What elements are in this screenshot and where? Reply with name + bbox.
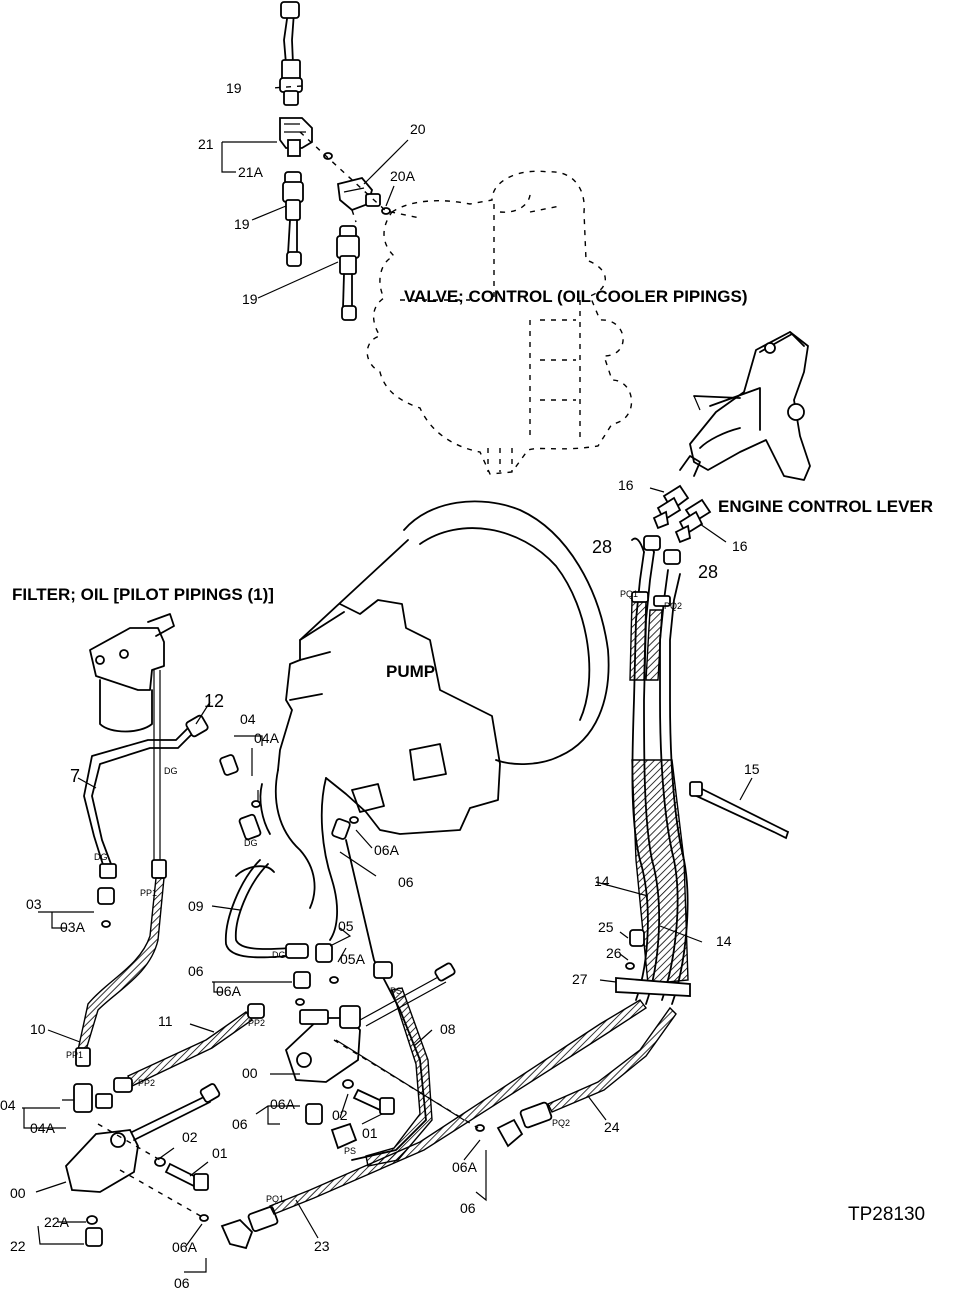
callout-19a: 19	[226, 80, 242, 96]
callout-25: 25	[598, 919, 614, 935]
callout-22a: 22A	[44, 1214, 70, 1230]
callout-06-2: 06	[188, 963, 204, 979]
port-pp2-b: PP2	[138, 1078, 155, 1088]
port-pq1: PQ1	[620, 589, 638, 599]
engine-control-lever-bracket	[679, 331, 811, 481]
callout-28a: 28	[592, 537, 612, 557]
port-pq2: PQ2	[664, 601, 682, 611]
callout-03: 03	[26, 896, 42, 912]
callout-26: 26	[606, 945, 622, 961]
filter-title: FILTER; OIL [PILOT PIPINGS (1)]	[12, 585, 274, 604]
callout-06-4: 06	[174, 1275, 190, 1291]
callout-7: 7	[70, 766, 80, 786]
callout-19c: 19	[242, 291, 258, 307]
port-pp1: PP1	[140, 888, 157, 898]
port-dg-2: DG	[94, 852, 108, 862]
callout-03a: 03A	[60, 919, 86, 935]
port-pp2: PP2	[248, 1018, 265, 1028]
callout-15: 15	[744, 761, 760, 777]
callout-21a: 21A	[238, 164, 264, 180]
hoses-and-pipes	[22, 535, 790, 1273]
callout-27: 27	[572, 971, 588, 987]
callout-23: 23	[314, 1238, 330, 1254]
callout-21: 21	[198, 136, 214, 152]
callout-06-3: 06	[232, 1116, 248, 1132]
port-markings: PQ1 PQ2 PQ1 PQ2 DG DG DG DG PP1 PP1 PP2 …	[66, 589, 682, 1204]
figure-code: TP28130	[848, 1204, 925, 1225]
callout-28b: 28	[698, 562, 718, 582]
diagram-titles: VALVE; CONTROL (OIL COOLER PIPINGS) ENGI…	[12, 287, 933, 1225]
callout-10: 10	[30, 1021, 46, 1037]
callout-04b: 04	[0, 1097, 16, 1113]
oil-cooler-switch-group	[221, 1, 421, 321]
callout-20: 20	[410, 121, 426, 137]
callout-05a: 05A	[340, 951, 366, 967]
callout-16b: 16	[732, 538, 748, 554]
oil-filter	[89, 613, 175, 733]
port-dg-4: DG	[272, 950, 286, 960]
callout-11: 11	[158, 1013, 173, 1029]
engine-control-lever-title: ENGINE CONTROL LEVER	[718, 497, 933, 516]
control-valve-outline	[366, 170, 633, 475]
callout-00b: 00	[10, 1185, 26, 1201]
callout-12: 12	[204, 691, 224, 711]
callout-06-5: 06	[460, 1200, 476, 1216]
callout-14a: 14	[594, 873, 610, 889]
callout-06a-5: 06A	[452, 1159, 478, 1175]
callout-06a-3: 06A	[270, 1096, 296, 1112]
callout-20a: 20A	[390, 168, 416, 184]
port-pq1-b: PQ1	[266, 1194, 284, 1204]
callout-02a: 02	[332, 1107, 348, 1123]
callout-16a: 16	[618, 477, 634, 493]
callout-04a: 04A	[254, 730, 280, 746]
callout-08: 08	[440, 1021, 456, 1037]
port-ps-2: PS	[344, 1146, 356, 1156]
callout-06a-1: 06A	[374, 842, 400, 858]
callout-01b: 01	[212, 1145, 228, 1161]
callout-19b: 19	[234, 216, 250, 232]
callout-06a-2: 06A	[216, 983, 242, 999]
callout-06-1: 06	[398, 874, 414, 890]
fitting-16-pair	[649, 484, 727, 544]
pump-title: PUMP	[386, 662, 435, 681]
port-ps-1: PS	[390, 986, 402, 996]
callout-22: 22	[10, 1238, 26, 1254]
port-pp1-b: PP1	[66, 1050, 83, 1060]
callout-numbers: 19 21 21A 20 20A 19 19 16 16 28 28 12 7 …	[0, 80, 760, 1291]
port-dg-3: DG	[244, 838, 258, 848]
callout-04a-b: 04A	[30, 1120, 56, 1136]
port-dg-1: DG	[164, 766, 178, 776]
callout-09: 09	[188, 898, 204, 914]
port-pq2-b: PQ2	[552, 1118, 570, 1128]
callout-14b: 14	[716, 933, 732, 949]
callout-05: 05	[338, 918, 354, 934]
pump-outline	[259, 500, 610, 941]
callout-02b: 02	[182, 1129, 198, 1145]
valve-title: VALVE; CONTROL (OIL COOLER PIPINGS)	[404, 287, 747, 306]
callout-24: 24	[604, 1119, 620, 1135]
callout-04: 04	[240, 711, 256, 727]
callout-01a: 01	[362, 1125, 378, 1141]
callout-06a-4: 06A	[172, 1239, 198, 1255]
callout-00a: 00	[242, 1065, 258, 1081]
